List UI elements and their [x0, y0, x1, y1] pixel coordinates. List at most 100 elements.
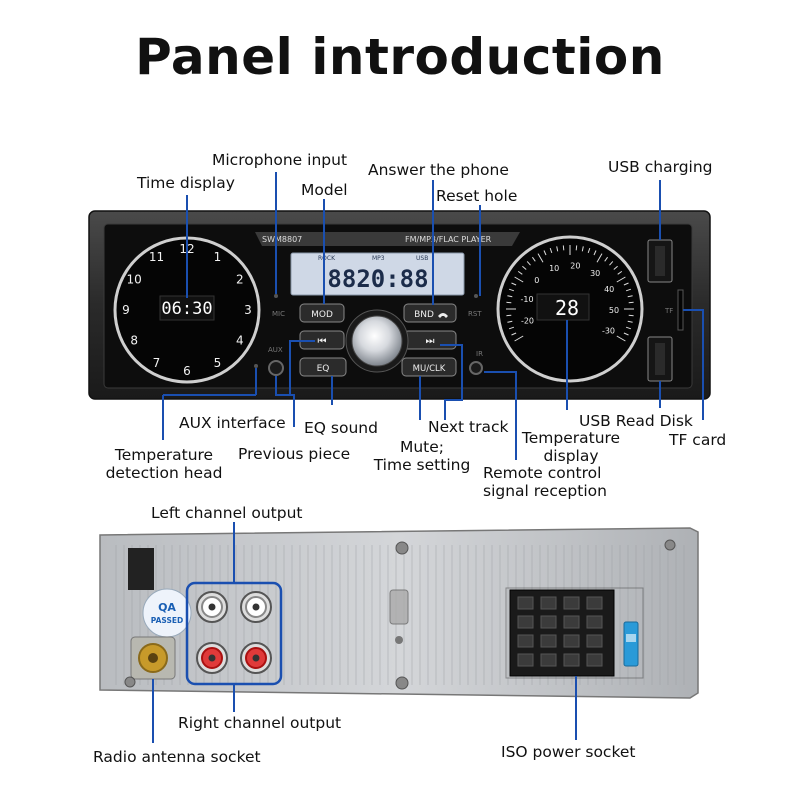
phone-icon [438, 313, 448, 318]
rca-right-red-2[interactable] [240, 642, 272, 674]
gauge-tick [625, 288, 632, 292]
gauge-tick [522, 265, 527, 270]
gauge-tick [625, 326, 632, 330]
gauge-number: -10 [521, 295, 534, 304]
iso-pin [540, 615, 557, 629]
eq-button-label: EQ [317, 364, 330, 374]
gauge-tick [616, 276, 626, 283]
iso-pin [517, 634, 534, 648]
gauge-tick [628, 301, 634, 304]
label-mute-line2: Time setting [373, 456, 471, 474]
model-text: SWM8807 [262, 235, 302, 244]
mic-mark: MIC [272, 310, 285, 318]
gauge-tick [531, 256, 536, 262]
iso-pin [586, 615, 603, 629]
label-antenna-socket: Radio antenna socket [93, 748, 261, 766]
iso-pin [586, 596, 603, 610]
label-left-channel: Left channel output [151, 504, 303, 522]
iso-pin [517, 653, 534, 667]
reset-hole[interactable] [474, 294, 478, 298]
ir-mark: IR [476, 350, 483, 358]
screw-icon [124, 676, 136, 688]
gauge-tick [609, 261, 614, 266]
clock-numeral: 11 [149, 250, 164, 264]
label-tf-card: TF card [669, 431, 727, 449]
microphone-hole [274, 294, 278, 298]
temperature-sensor [254, 364, 258, 368]
iso-pin [540, 653, 557, 667]
player-text: FM/MP3/FLAC PLAYER [405, 235, 492, 244]
clock-numeral: 7 [153, 356, 161, 370]
label-remote-line1: Remote control [483, 464, 602, 482]
gauge-tick [623, 282, 629, 286]
gauge-tick [511, 332, 517, 336]
lcd-tag-mp3: MP3 [372, 255, 385, 262]
gauge-tick [543, 250, 547, 256]
iso-pin [563, 634, 580, 648]
gauge-tick [617, 270, 623, 275]
tf-card-slot[interactable] [677, 289, 684, 331]
lcd-tag-rock: ROCK [318, 255, 336, 262]
gauge-tick [581, 246, 584, 252]
mute-clock-button[interactable] [401, 357, 457, 377]
gauge-number: 20 [570, 261, 580, 270]
back-bracket [128, 548, 154, 590]
volume-knob[interactable] [351, 315, 403, 367]
label-remote-control: Remote control signal reception [483, 464, 607, 500]
gauge-number: -30 [602, 326, 615, 335]
label-answer-phone: Answer the phone [368, 161, 509, 179]
gauge-tick [556, 246, 559, 252]
qa-badge-line2: PASSED [151, 616, 183, 625]
clock-numeral: 4 [236, 334, 244, 348]
label-aux-interface: AUX interface [179, 414, 286, 432]
eq-button[interactable] [299, 357, 347, 377]
label-temperature-display-line1: Temperature [521, 429, 621, 447]
label-remote-line2: signal reception [483, 482, 607, 500]
label-mute-time: Mute; Time setting [370, 438, 474, 474]
back-panel: QA PASSED [99, 527, 699, 699]
screw-icon [664, 539, 676, 551]
gauge-tick [517, 270, 523, 275]
rca-right-red[interactable] [196, 642, 228, 674]
gauge-tick [506, 314, 512, 317]
tf-mark: TF [664, 307, 673, 315]
lcd-value: 8820:88 [327, 265, 428, 293]
gauge-tick [587, 247, 591, 254]
gauge-tick [514, 276, 524, 283]
gauge-tick [508, 326, 515, 330]
gauge-tick [623, 332, 629, 336]
iso-pin [586, 634, 603, 648]
gauge-number: 10 [549, 264, 559, 273]
ir-receiver [469, 361, 483, 375]
label-temperature-detection-line2: detection head [105, 464, 223, 482]
gauge-number: 50 [609, 306, 619, 315]
bnd-button[interactable] [403, 303, 457, 323]
gauge-tick [627, 295, 633, 298]
mod-button-label: MOD [311, 310, 333, 320]
gauge-tick [613, 265, 618, 270]
aux-mark: AUX [268, 346, 283, 354]
gauge-tick [596, 253, 603, 263]
gauge-tick [575, 245, 578, 251]
fuse-icon [623, 621, 639, 667]
label-temperature-detection-line1: Temperature [114, 446, 214, 464]
front-leader-lines [162, 172, 704, 460]
rca-left-white-2[interactable] [240, 591, 272, 623]
front-panel: SWM8807 FM/MP3/FLAC PLAYER 1212345678910… [88, 210, 711, 400]
mod-button[interactable] [299, 303, 345, 323]
clock-numeral: 2 [236, 273, 244, 287]
label-temperature-detection: Temperature detection head [100, 446, 228, 482]
screw-icon [395, 676, 409, 690]
gauge-tick [508, 288, 515, 292]
clock-numeral: 8 [130, 334, 138, 348]
gauge-number: 30 [590, 269, 600, 278]
qa-badge-line1: QA [158, 601, 176, 614]
temperature-digits: 28 [555, 296, 579, 320]
label-temperature-display-line2: display [543, 447, 599, 465]
gauge-number: 0 [534, 276, 539, 285]
iso-pin [540, 634, 557, 648]
rca-left-white[interactable] [196, 591, 228, 623]
iso-pin [563, 653, 580, 667]
aux-jack[interactable] [268, 360, 284, 376]
